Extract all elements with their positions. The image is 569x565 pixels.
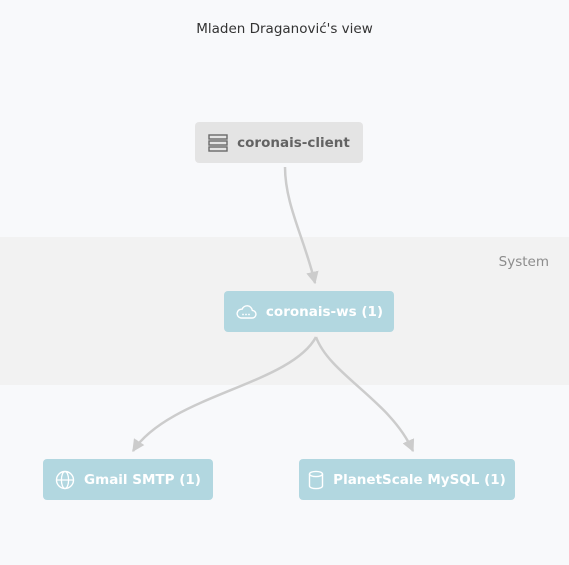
view-title: Mladen Draganović's view [196, 21, 373, 37]
node-planetscale-mysql[interactable]: PlanetScale MySQL (1) [299, 459, 515, 500]
edge-ws-to-gmail [131, 336, 318, 453]
globe-icon [55, 470, 75, 489]
server-icon [208, 133, 228, 152]
node-label: coronais-client [237, 134, 350, 151]
system-group-label: System [498, 254, 549, 270]
edge-ws-to-planetscale [314, 336, 415, 453]
node-gmail-smtp[interactable]: Gmail SMTP (1) [43, 459, 213, 500]
node-label: Gmail SMTP (1) [84, 471, 201, 488]
node-coronais-ws[interactable]: coronais-ws (1) [224, 291, 394, 332]
database-icon [308, 470, 324, 489]
edge-client-to-ws [283, 166, 319, 285]
cloud-icon [236, 304, 257, 319]
node-label: coronais-ws (1) [265, 303, 384, 320]
node-label: PlanetScale MySQL (1) [333, 471, 506, 488]
node-coronais-client[interactable]: coronais-client [195, 122, 363, 163]
